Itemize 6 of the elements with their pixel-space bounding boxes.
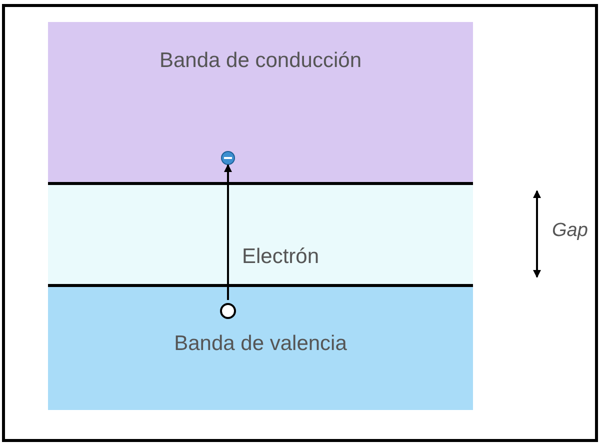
conduction-band (48, 22, 473, 185)
valence-band (48, 284, 473, 410)
gap-label: Gap (552, 219, 588, 243)
arrow (224, 164, 232, 300)
band-label: Banda de valencia (173, 331, 348, 357)
band-label: Banda de conducción (158, 48, 362, 74)
